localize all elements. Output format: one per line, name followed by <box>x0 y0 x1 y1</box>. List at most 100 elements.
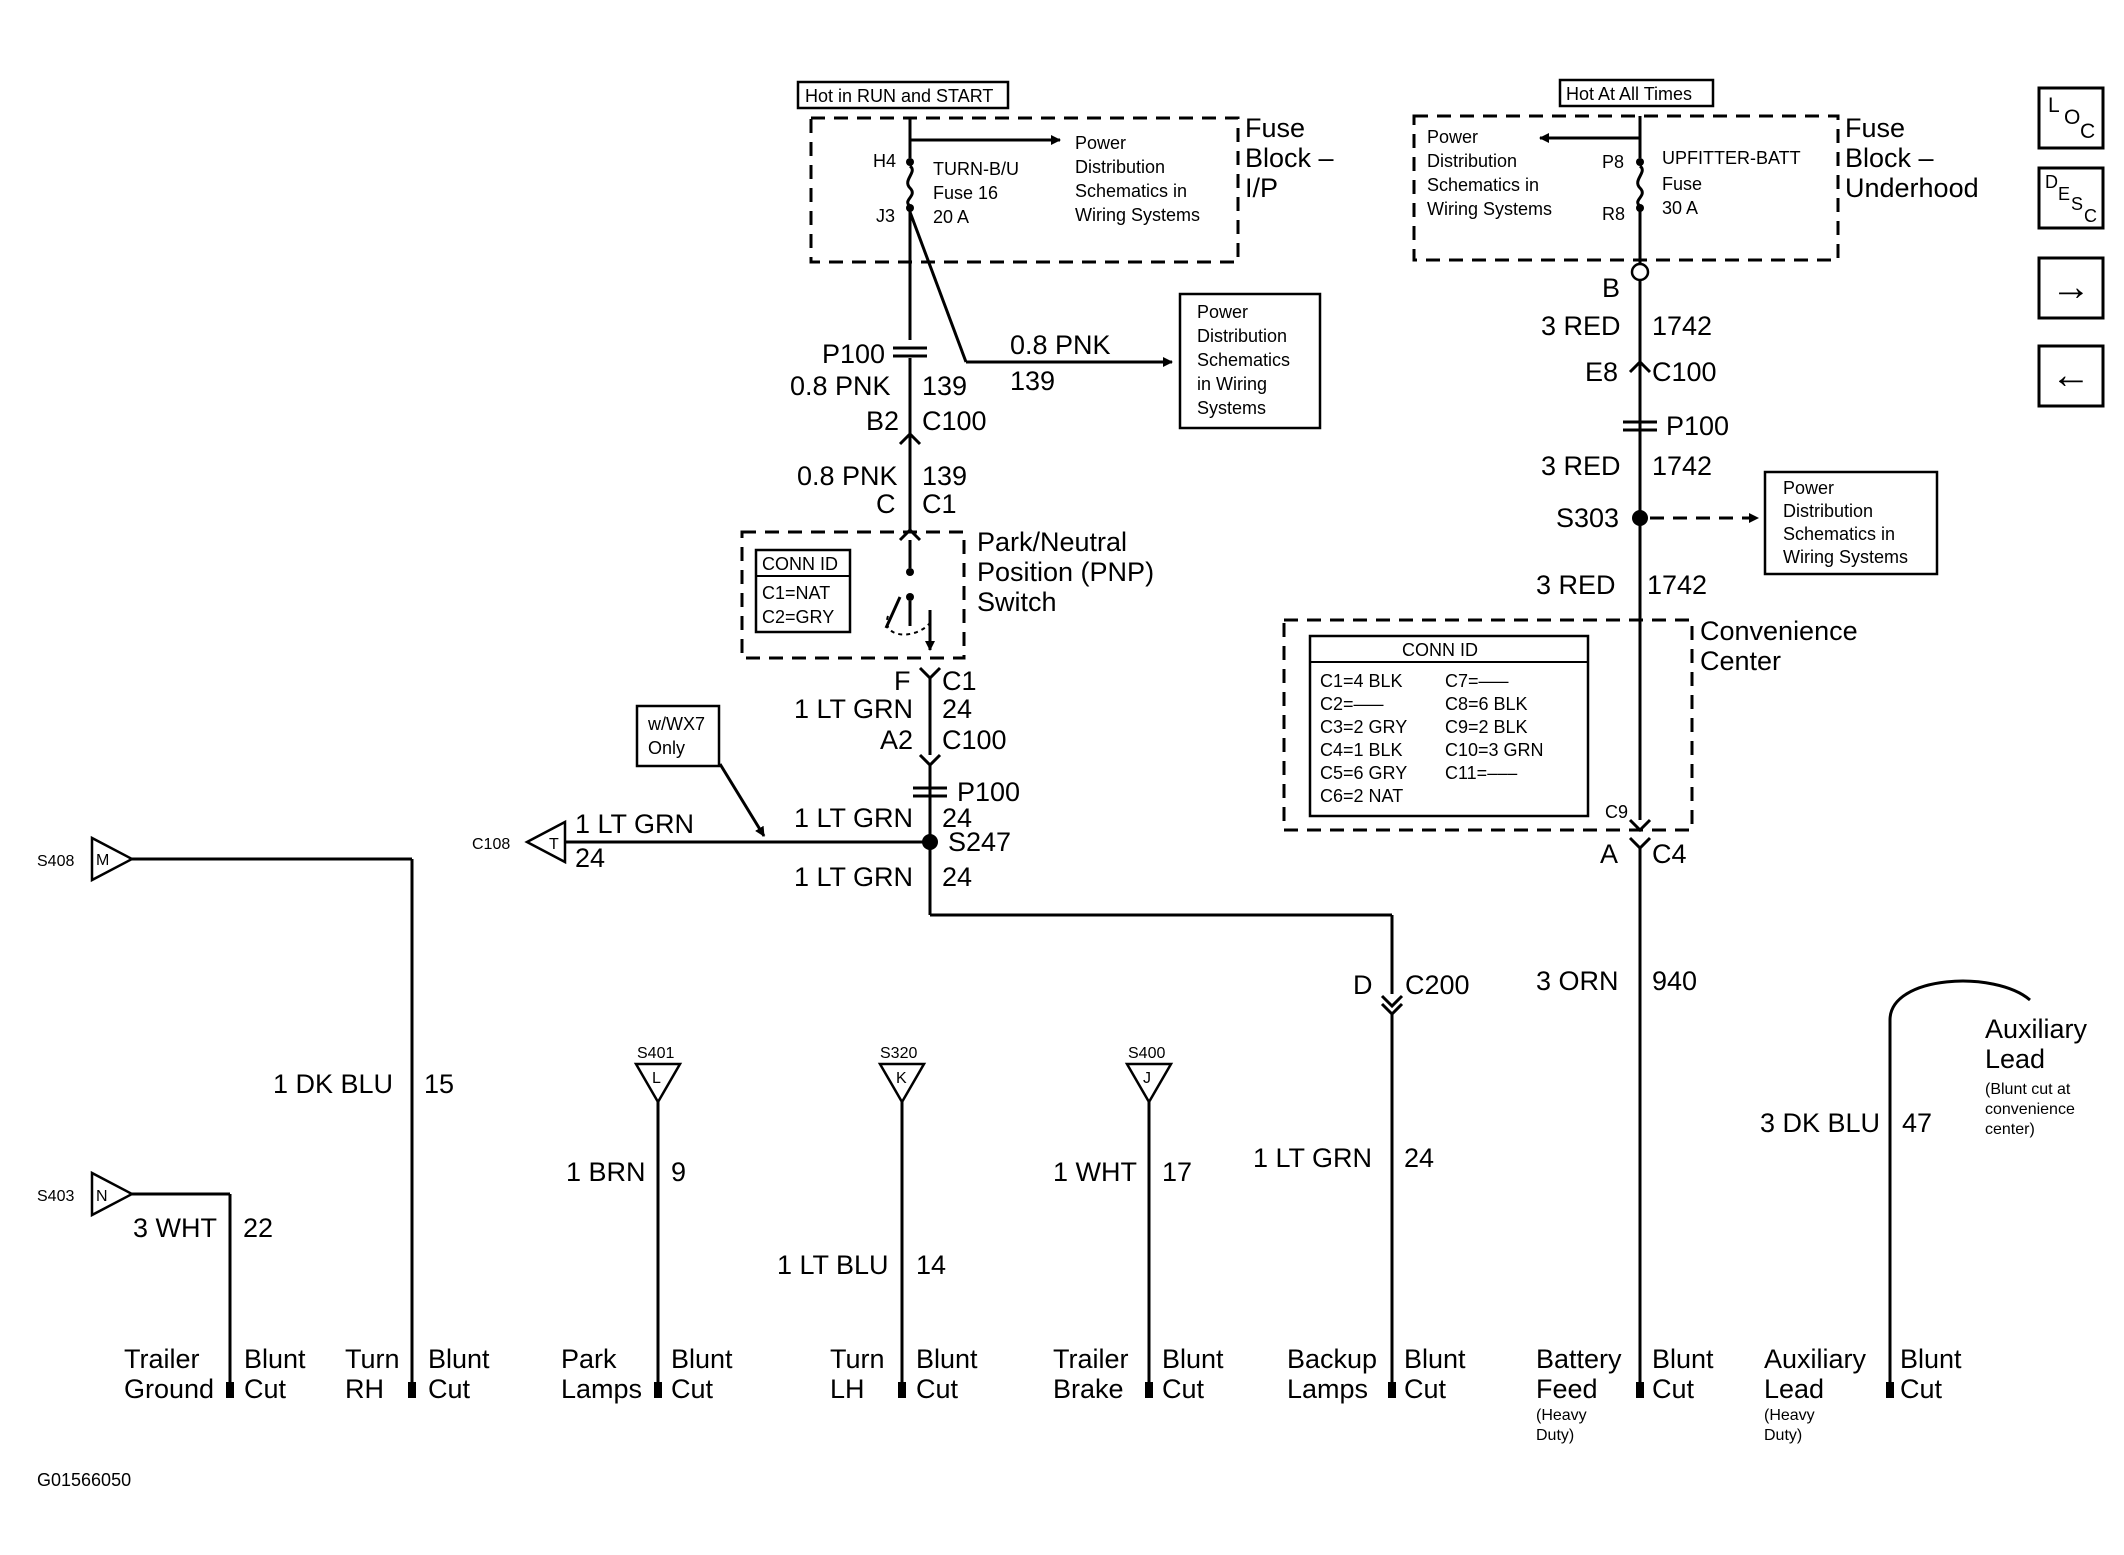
pd-right-1: Power <box>1783 478 1834 498</box>
loc-button[interactable]: L O C <box>2037 86 2105 150</box>
branch-139-wire: 0.8 PNK <box>1010 330 1111 360</box>
wire-1742-ckt-a: 1742 <box>1652 311 1712 341</box>
pd-right-3: Schematics in <box>1783 524 1895 544</box>
wire-1742-color-a: 3 RED <box>1541 311 1621 341</box>
label-aux-lead-1: Auxiliary <box>1764 1344 1867 1374</box>
cc-right-5: C11=––– <box>1445 763 1517 783</box>
wire-24-color-c: 1 LT GRN <box>794 862 913 892</box>
aux-lead-wire <box>1888 979 2031 1390</box>
power-distribution-box-right: Power Distribution Schematics in Wiring … <box>1763 470 1939 576</box>
pin-c: C <box>876 489 896 519</box>
convenience-center-outline <box>1282 618 1694 832</box>
label-turn-rh-1: Turn <box>345 1344 400 1374</box>
fuse-uh-pd-1: Power <box>1427 127 1478 147</box>
pd-right-2: Distribution <box>1783 501 1873 521</box>
fuse-uh-pin-in: P8 <box>1602 152 1624 172</box>
s408-wire: 1 DK BLU <box>273 1069 393 1099</box>
wx7-option-box <box>635 704 721 768</box>
cc-right-2: C8=6 BLK <box>1445 694 1528 714</box>
pin-d: D <box>1353 970 1373 1000</box>
label-battery-feed-3: (Heavy <box>1536 1407 1587 1424</box>
pnp-switch: CONN ID C1=NAT C2=GRY Park/Neutral Posit… <box>740 527 1154 660</box>
s408-pin: M <box>96 852 109 869</box>
s320-connector <box>877 1062 927 1105</box>
aux-wire: 3 DK BLU <box>1760 1108 1880 1138</box>
pd-mid-4: in Wiring <box>1197 374 1267 394</box>
desc-s: S <box>2071 194 2083 214</box>
power-distribution-box-mid: Power Distribution Schematics in Wiring … <box>1178 292 1322 430</box>
desc-e: E <box>2058 184 2070 204</box>
wire-940-color: 3 ORN <box>1536 966 1619 996</box>
wx7-option-2: Only <box>648 738 685 758</box>
label-backup-lamps-2: Lamps <box>1287 1374 1368 1404</box>
wire-139-color-b: 0.8 PNK <box>797 461 898 491</box>
desc-button[interactable]: D E S C <box>2037 166 2105 230</box>
conn-c100-139: C100 <box>922 406 987 436</box>
conn-c1-bottom: C1 <box>942 666 977 696</box>
s400-label: S400 <box>1128 1045 1165 1062</box>
auxiliary-lead: Auxiliary Lead (Blunt cut at convenience… <box>1760 979 2088 1390</box>
s403-wire: 3 WHT <box>133 1213 217 1243</box>
fuse-16-symbol <box>906 164 914 208</box>
cut-7: Cut <box>1652 1374 1695 1404</box>
next-arrow-icon: → <box>2051 265 2091 309</box>
wire-139-color-a: 0.8 PNK <box>790 371 891 401</box>
pin-f: F <box>894 666 911 696</box>
label-trailer-brake-2: Brake <box>1053 1374 1124 1404</box>
convenience-center: Convenience Center CONN ID C1=4 BLK C2=–… <box>1282 616 1858 1390</box>
fuse-block-ip-label-2: Block – <box>1245 143 1334 173</box>
label-battery-feed-2: Feed <box>1536 1374 1598 1404</box>
branch-24-wire: 1 LT GRN <box>575 809 694 839</box>
fuse-block-ip: Hot in RUN and START Fuse Block – I/P H4… <box>796 80 1334 264</box>
pin-b2: B2 <box>866 406 899 436</box>
fuse-block-underhood: Hot At All Times Fuse Block – Underhood … <box>1412 78 1979 262</box>
s400-wire: 1 WHT <box>1053 1157 1137 1187</box>
cut-8: Cut <box>1900 1374 1943 1404</box>
blunt-6: Blunt <box>1404 1344 1466 1374</box>
label-battery-feed-1: Battery <box>1536 1344 1622 1374</box>
hot-run-start-box <box>796 80 1010 110</box>
hot-run-start-label: Hot in RUN and START <box>805 86 993 106</box>
s401-pin: L <box>652 1070 661 1087</box>
cc-right-4: C10=3 GRN <box>1445 740 1544 760</box>
pnp-switch-contact <box>884 596 902 629</box>
fuse-upfitter-symbol <box>1636 164 1644 208</box>
next-button[interactable]: → <box>2037 256 2105 320</box>
fuse-ip-rating: 20 A <box>933 207 969 227</box>
label-aux-lead-3: (Heavy <box>1764 1407 1815 1424</box>
s408-ckt: 15 <box>424 1069 454 1099</box>
prev-button[interactable]: ← <box>2037 344 2105 408</box>
s408-connector <box>90 835 135 883</box>
cut-5: Cut <box>1162 1374 1205 1404</box>
label-battery-feed-4: Duty) <box>1536 1427 1574 1444</box>
fuse-ip-pd-3: Schematics in <box>1075 181 1187 201</box>
s401-connector <box>633 1062 683 1105</box>
label-aux-lead-4: Duty) <box>1764 1427 1802 1444</box>
wire-139-ckt-b: 139 <box>922 461 967 491</box>
wire-24-ckt-a: 24 <box>942 694 972 724</box>
label-park-lamps-2: Lamps <box>561 1374 642 1404</box>
terminal-b <box>1630 262 1650 282</box>
s403-pin: N <box>96 1188 108 1205</box>
splice-s403-branch: S403 N 3 WHT 22 <box>37 1170 273 1390</box>
fuse-uh-rating: 30 A <box>1662 198 1698 218</box>
prev-arrow-icon: ← <box>2051 353 2091 397</box>
fuse-ip-pin-out: J3 <box>876 206 895 226</box>
conn-c1-top: C1 <box>922 489 957 519</box>
figure-id: G01566050 <box>37 1470 131 1490</box>
pnp-label-3: Switch <box>977 587 1057 617</box>
blunt-3: Blunt <box>671 1344 733 1374</box>
circuit-24: F C1 1 LT GRN 24 A2 C100 P100 1 LT GRN 2… <box>472 666 1470 1390</box>
cc-left-1: C1=4 BLK <box>1320 671 1403 691</box>
s320-label: S320 <box>880 1045 917 1062</box>
fuse-block-uh-label-2: Block – <box>1845 143 1934 173</box>
cc-conn-id-title: CONN ID <box>1402 640 1478 660</box>
pin-e8: E8 <box>1585 357 1618 387</box>
cut-3: Cut <box>671 1374 714 1404</box>
splice-s320-branch: S320 K 1 LT BLU 14 <box>777 1045 946 1390</box>
fuse-ip-name: TURN-B/U <box>933 159 1019 179</box>
convenience-center-label-1: Convenience <box>1700 616 1858 646</box>
fuse-ip-pd-4: Wiring Systems <box>1075 205 1200 225</box>
cc-right-3: C9=2 BLK <box>1445 717 1528 737</box>
